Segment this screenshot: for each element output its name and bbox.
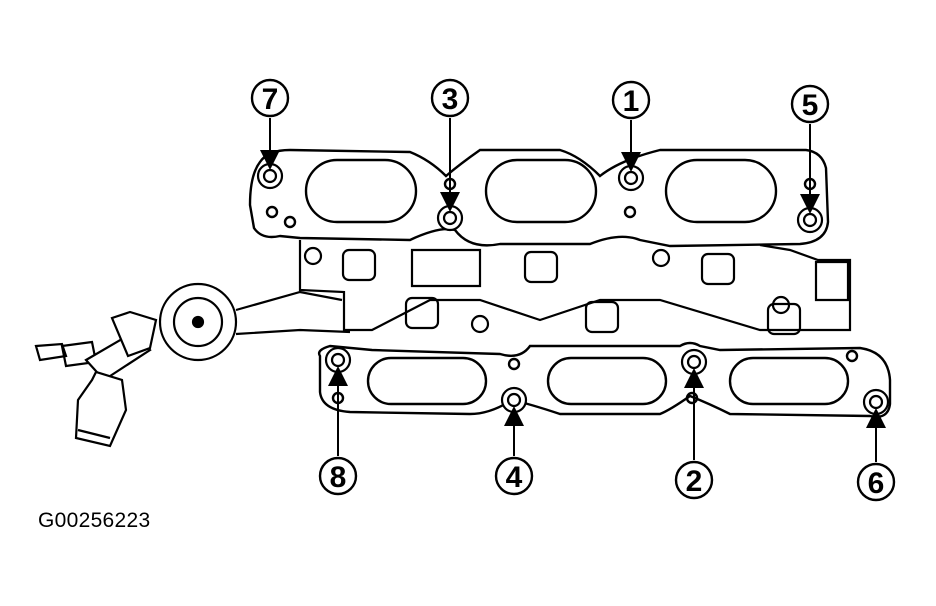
bolt-6 xyxy=(862,388,890,416)
figure-id: G00256223 xyxy=(38,509,151,532)
callout-1: 1 xyxy=(611,80,651,120)
callout-4: 4 xyxy=(494,456,534,496)
callout-3-label: 3 xyxy=(442,83,459,116)
callout-1-label: 1 xyxy=(623,85,640,118)
callout-8-label: 8 xyxy=(330,461,347,494)
callout-6-label: 6 xyxy=(868,467,885,500)
callout-6: 6 xyxy=(856,462,896,502)
callout-5-label: 5 xyxy=(802,89,819,122)
bolt-4 xyxy=(500,386,528,414)
lower-manifold-gasket xyxy=(317,341,892,418)
bolt-heads xyxy=(256,162,890,416)
bolt-1 xyxy=(617,164,645,192)
callout-5: 5 xyxy=(790,84,830,124)
callout-2: 2 xyxy=(674,460,714,500)
bolt-8 xyxy=(324,346,352,374)
bolt-2 xyxy=(680,348,708,376)
bolt-3 xyxy=(436,204,464,232)
upper-manifold-gasket xyxy=(248,148,830,248)
intake-runners-injectors xyxy=(298,240,852,336)
sensor-connector-assembly xyxy=(34,282,351,448)
callout-8: 8 xyxy=(318,456,358,496)
callout-7-label: 7 xyxy=(262,83,279,116)
callouts: 7 3 1 5 8 4 2 6 xyxy=(250,78,896,502)
callout-7: 7 xyxy=(250,78,290,118)
callout-2-label: 2 xyxy=(686,465,703,498)
callout-3: 3 xyxy=(430,78,470,118)
callout-4-label: 4 xyxy=(506,461,523,494)
bolt-7 xyxy=(256,162,284,190)
leader-arrows xyxy=(260,118,886,462)
bolt-5 xyxy=(796,206,824,234)
